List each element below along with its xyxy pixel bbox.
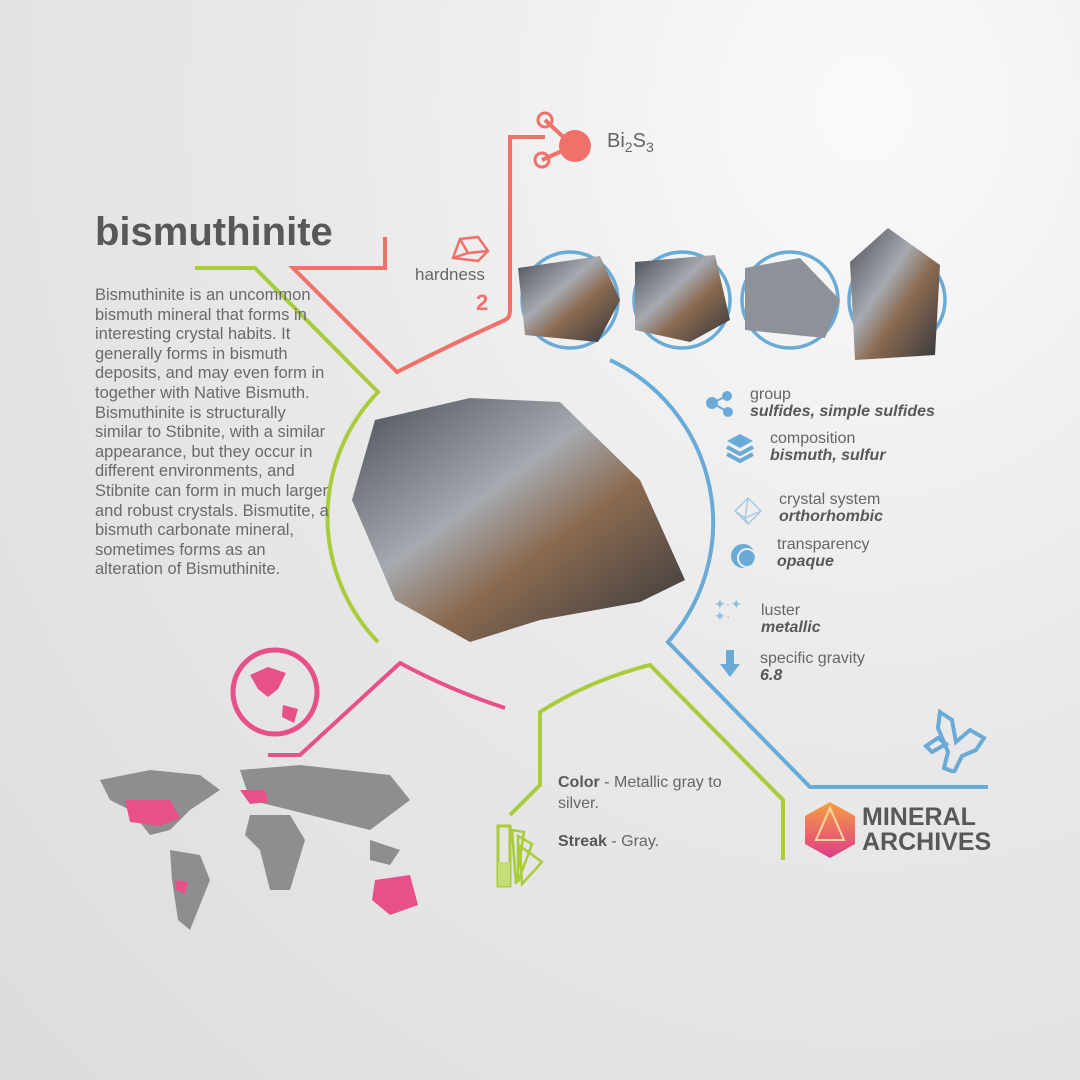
- hardness-value: 2: [476, 290, 489, 315]
- sparkle-icon: ✦·✦✦·: [714, 596, 743, 624]
- transparency-icon: [731, 544, 757, 568]
- streak-info: Streak - Gray.: [558, 833, 660, 850]
- mineral-archives-logo-icon: [805, 802, 855, 858]
- specimen-thumb-2: [635, 255, 730, 342]
- specimen-thumb-1: [518, 256, 620, 342]
- specimen-thumb-4: [850, 228, 940, 360]
- mineral-description: Bismuthinite is an uncommon bismuth mine…: [95, 286, 329, 579]
- crystal-icon: [733, 496, 763, 526]
- map-highlight-bolivia: [175, 880, 188, 894]
- layers-icon: [726, 434, 754, 464]
- arrow-down-icon: [720, 650, 740, 677]
- chemical-formula: Bi2S3: [607, 130, 654, 155]
- mineral-name: bismuthinite: [95, 210, 333, 254]
- globe-icon: [230, 647, 320, 737]
- map-highlight-usa: [125, 800, 180, 826]
- map-highlight-europe: [240, 790, 268, 804]
- color-swatch-icon: [496, 824, 544, 888]
- main-specimen: [352, 398, 685, 642]
- molecule-icon: [706, 391, 733, 417]
- color-info: Color - Metallic gray to silver.: [558, 774, 722, 812]
- map-highlight-australia: [372, 875, 418, 915]
- world-map: [100, 765, 418, 930]
- molecule-icon: [533, 111, 591, 169]
- hardness-icon: [451, 235, 490, 263]
- hardness-label: hardness: [415, 265, 485, 284]
- crystal-cluster-icon: [922, 708, 987, 773]
- specimen-thumb-3: [745, 258, 840, 338]
